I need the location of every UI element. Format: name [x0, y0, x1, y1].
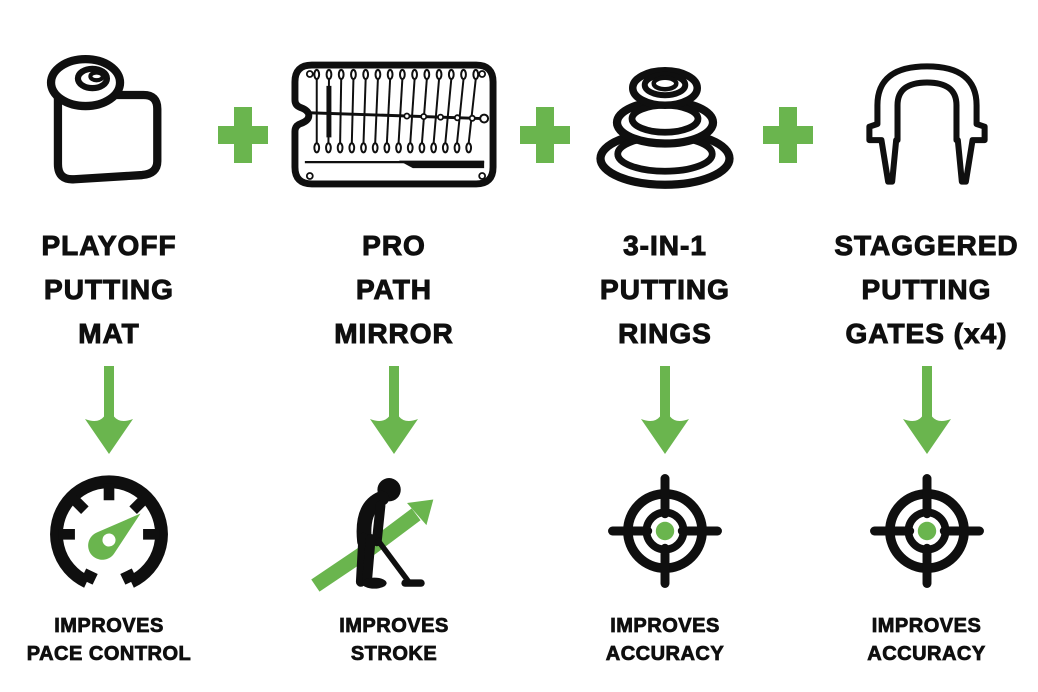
title-line: PLAYOFF: [41, 230, 177, 262]
product-title: STAGGERED PUTTING GATES (x4): [834, 224, 1018, 356]
caption-line: IMPROVES: [871, 615, 982, 638]
down-arrow-icon: [899, 362, 955, 458]
title-line: PATH: [355, 274, 433, 306]
title-line: RINGS: [618, 318, 712, 350]
caption-line: IMPROVES: [610, 615, 720, 638]
product-title: PLAYOFF PUTTING MAT: [41, 224, 176, 356]
title-line: STAGGERED: [834, 230, 1019, 262]
caption-line: STROKE: [350, 643, 438, 666]
product-column-putting-mirror: PRO PATH MIRROR: [268, 28, 520, 668]
caption-line: IMPROVES: [54, 615, 164, 638]
down-arrow-icon: [366, 362, 422, 458]
infographic-grid: PLAYOFF PUTTING MAT: [0, 28, 1038, 668]
benefit-caption: IMPROVES PACE CONTROL: [26, 612, 192, 668]
benefit-caption: IMPROVES STROKE: [339, 612, 449, 668]
target-icon: [815, 458, 1038, 604]
plus-icon: [520, 28, 570, 668]
title-line: PUTTING: [44, 274, 174, 306]
plus-icon: [760, 28, 815, 668]
putting-gate-icon: [815, 28, 1038, 220]
caption-line: PACE CONTROL: [26, 643, 192, 666]
title-line: 3-IN-1: [623, 230, 707, 262]
title-line: PRO: [362, 230, 426, 262]
title-line: PUTTING: [861, 274, 992, 306]
title-line: MIRROR: [334, 318, 454, 350]
caption-line: ACCURACY: [867, 643, 986, 666]
benefit-caption: IMPROVES ACCURACY: [605, 612, 725, 668]
speedometer-icon: [0, 458, 218, 604]
down-arrow-icon: [81, 362, 137, 458]
golfer-upward-arrow-icon: [268, 458, 520, 604]
putting-rings-icon: [570, 28, 760, 220]
benefit-caption: IMPROVES ACCURACY: [867, 612, 986, 668]
product-column-putting-gates: STAGGERED PUTTING GATES (x4): [815, 28, 1038, 668]
title-line: MAT: [78, 318, 140, 350]
plus-icon: [218, 28, 268, 668]
target-icon: [570, 458, 760, 604]
putting-mat-icon: [0, 28, 218, 220]
title-line: GATES (x4): [845, 318, 1008, 350]
product-title: PRO PATH MIRROR: [334, 224, 454, 356]
down-arrow-icon: [637, 362, 693, 458]
product-column-putting-rings: 3-IN-1 PUTTING RINGS: [570, 28, 760, 668]
product-title: 3-IN-1 PUTTING RINGS: [600, 224, 730, 356]
product-column-putting-mat: PLAYOFF PUTTING MAT: [0, 28, 218, 668]
title-line: PUTTING: [600, 274, 730, 306]
putting-mirror-icon: [268, 28, 520, 220]
caption-line: IMPROVES: [339, 615, 449, 638]
caption-line: ACCURACY: [605, 643, 725, 666]
